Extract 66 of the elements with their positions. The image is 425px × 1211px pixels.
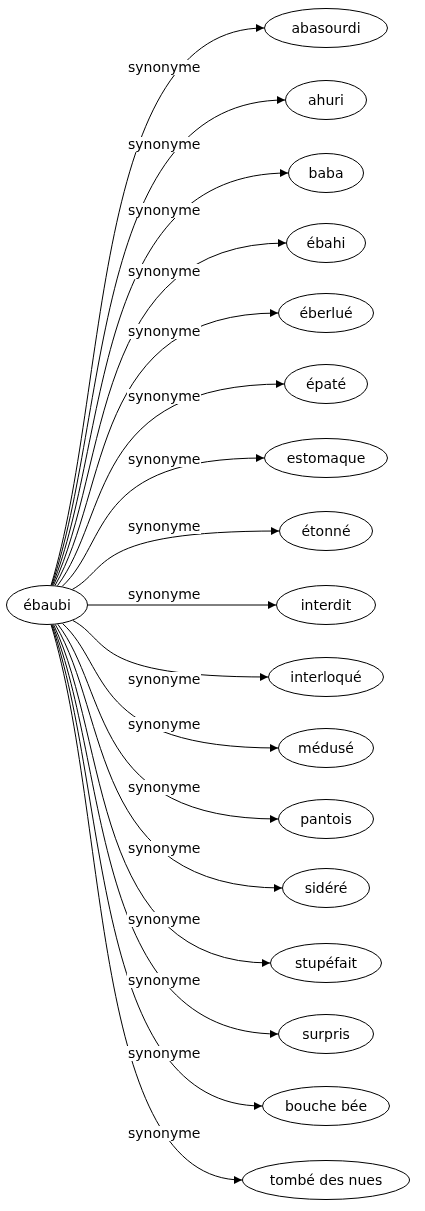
word-ellipse — [6, 585, 88, 625]
arrow — [53, 239, 287, 586]
arrow — [54, 624, 283, 892]
arrow — [87, 601, 277, 609]
word-ellipse — [242, 1160, 410, 1200]
word-text: ébaubi — [23, 597, 71, 613]
arrow — [72, 620, 269, 681]
word-text: éberlué — [299, 305, 353, 321]
word-text: surpris — [302, 1026, 350, 1042]
word-ellipse — [279, 511, 373, 551]
word-ellipse — [276, 585, 376, 625]
word-text: interdit — [300, 597, 352, 613]
arrow — [52, 169, 289, 586]
arrow — [54, 309, 279, 586]
edge-label: synonyme — [127, 60, 202, 76]
word-text: ahuri — [308, 92, 344, 108]
edge-label: synonyme — [127, 912, 202, 928]
edge-label: synonyme — [127, 671, 202, 687]
word-text: médusé — [298, 740, 354, 756]
edge-label: synonyme — [127, 323, 202, 339]
arrow — [50, 624, 243, 1183]
word-text: interloqué — [290, 669, 362, 685]
word-ellipse — [268, 657, 384, 697]
edge-label: synonyme — [127, 1046, 202, 1062]
word-text: épaté — [305, 376, 347, 392]
arrow — [52, 624, 279, 1037]
arrow — [71, 527, 280, 590]
edge-label: synonyme — [127, 716, 202, 732]
arrow — [53, 624, 271, 967]
word-text: baba — [308, 165, 344, 181]
word-text: sidéré — [304, 880, 348, 896]
edge-label: synonyme — [127, 264, 202, 280]
word-ellipse — [284, 364, 368, 404]
word-ellipse — [278, 1014, 374, 1054]
edge-label: synonyme — [127, 1126, 202, 1142]
arrow — [51, 624, 263, 1109]
word-ellipse — [286, 223, 366, 263]
arrow — [57, 380, 285, 587]
edge-label: synonyme — [127, 202, 202, 218]
arrow — [61, 454, 265, 587]
word-ellipse — [278, 293, 374, 333]
arrow — [50, 25, 265, 586]
word-text: tombé des nues — [269, 1172, 383, 1188]
arrow — [57, 623, 279, 823]
edge-label: synonyme — [127, 136, 202, 152]
word-ellipse — [270, 943, 382, 983]
word-text: étonné — [301, 523, 351, 539]
word-text: ébahi — [306, 235, 346, 251]
edge-label: synonyme — [127, 973, 202, 989]
word-text: bouche bée — [284, 1098, 368, 1114]
word-ellipse — [278, 799, 374, 839]
word-ellipse — [282, 868, 370, 908]
word-text: pantois — [300, 811, 352, 827]
word-text: stupéfait — [294, 955, 357, 971]
word-ellipse — [264, 438, 388, 478]
word-text: estomaque — [286, 450, 366, 466]
word-ellipse — [262, 1086, 390, 1126]
word-ellipse — [288, 153, 364, 193]
edge-label: synonyme — [127, 388, 202, 404]
word-ellipse — [264, 8, 388, 48]
arrow — [51, 97, 286, 586]
edge-label: synonyme — [127, 840, 202, 856]
word-text: abasourdi — [291, 20, 361, 36]
word-ellipse — [285, 80, 367, 120]
edge-label: synonyme — [127, 780, 202, 796]
word-ellipse — [278, 728, 374, 768]
